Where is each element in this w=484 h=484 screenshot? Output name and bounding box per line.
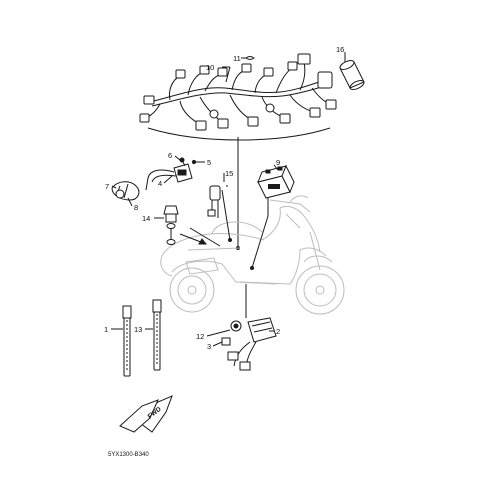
- ref-number-4: 4: [158, 179, 162, 188]
- leader-lines: [111, 52, 346, 347]
- ref-number-13: 13: [134, 325, 142, 334]
- ref-number-1: 1: [104, 325, 108, 334]
- part-1-cable-tie: [122, 305, 132, 377]
- part-4-ignition-coil: [145, 163, 193, 191]
- ref-number-3: 3: [207, 342, 211, 351]
- wire-harness: [139, 53, 337, 131]
- scooter-outline: [160, 195, 345, 315]
- part-9-battery: [250, 164, 295, 270]
- ref-number-6: 6: [168, 151, 172, 160]
- ref-number-2: 2: [276, 327, 280, 336]
- ref-number-15: 15: [225, 169, 233, 178]
- drawing-code: 5YX1300-B340: [108, 452, 149, 458]
- ref-number-16: 16: [336, 45, 344, 54]
- reference-numbers: 1 2 3 4 5 6 7 8 9 10 11 12 13 14 15 16: [104, 45, 344, 351]
- ref-number-12: 12: [196, 332, 204, 341]
- part-7-8-plug-cap: [111, 181, 140, 201]
- part-3-screw: [221, 337, 231, 346]
- ref-number-10: 10: [206, 63, 214, 72]
- ref-number-9: 9: [276, 158, 280, 167]
- ref-number-7: 7: [105, 182, 109, 191]
- ref-number-5: 5: [207, 158, 211, 167]
- part-14-holder: [163, 205, 221, 247]
- part-12-bolt: [230, 320, 242, 332]
- ref-number-11: 11: [233, 54, 241, 63]
- ref-number-8: 8: [134, 203, 138, 212]
- part-15-relay: [207, 185, 232, 242]
- part-13-cable-tie: [152, 299, 162, 371]
- part-5-6-bolts: [179, 157, 197, 167]
- fwd-arrow-icon: [119, 395, 173, 433]
- group-separator-arc: [147, 127, 331, 141]
- ref-number-14: 14: [142, 214, 150, 223]
- part-2-regulator: [227, 284, 277, 371]
- part-16-sleeve: [339, 60, 365, 90]
